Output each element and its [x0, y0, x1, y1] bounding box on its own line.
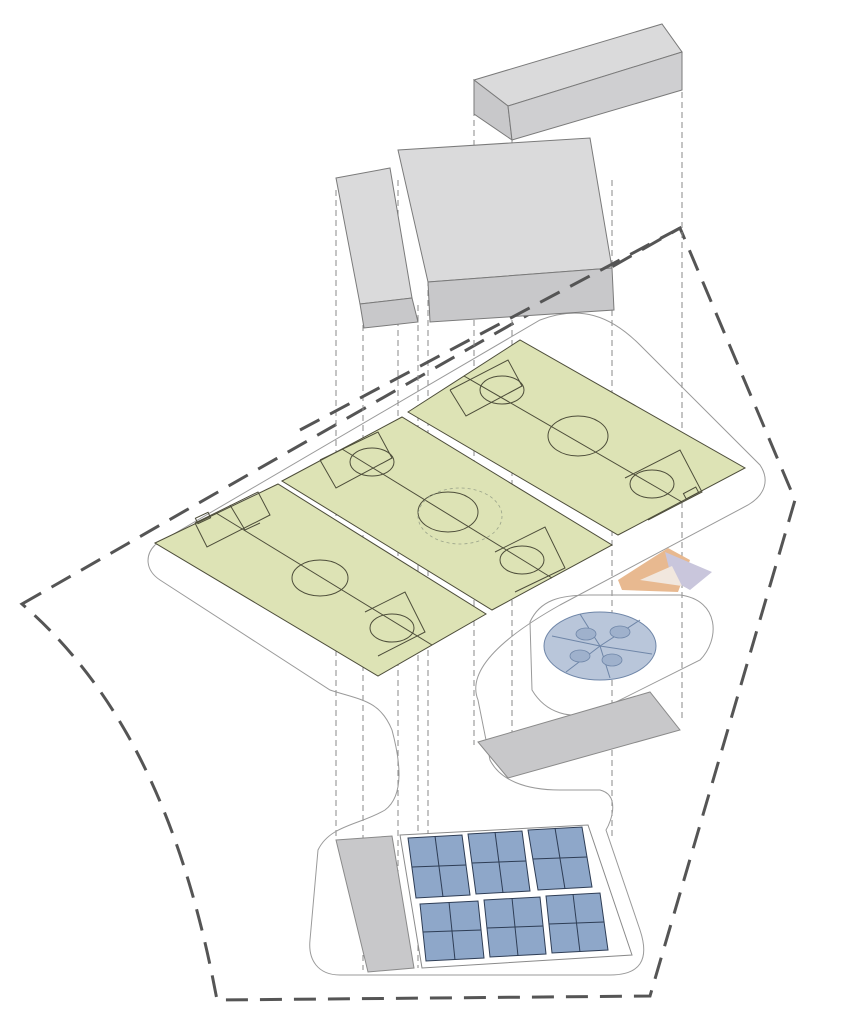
football-pitch-2 [280, 416, 614, 611]
building-narrow [335, 167, 419, 329]
football-pitch-1 [153, 483, 487, 677]
building-large [397, 137, 615, 323]
kiosk [618, 548, 712, 592]
tennis-court [483, 896, 547, 958]
football-pitch-3 [407, 339, 747, 536]
plaza-zone-outline [529, 594, 714, 716]
circular-plaza [543, 611, 657, 681]
building-bar [472, 23, 683, 142]
tennis-court [407, 834, 471, 899]
tennis-court [545, 892, 609, 954]
site-boundary [19, 225, 797, 1002]
tennis-court [527, 826, 593, 891]
tennis-courts [399, 824, 633, 969]
tennis-court [419, 900, 485, 962]
site-boundary-overlay [299, 226, 681, 432]
parking-strip [477, 691, 681, 779]
service-strip [335, 835, 415, 973]
football-pitches [153, 339, 747, 677]
floating-buildings [335, 23, 683, 329]
pitch-zone-outline [147, 312, 766, 976]
tennis-court [467, 830, 531, 895]
